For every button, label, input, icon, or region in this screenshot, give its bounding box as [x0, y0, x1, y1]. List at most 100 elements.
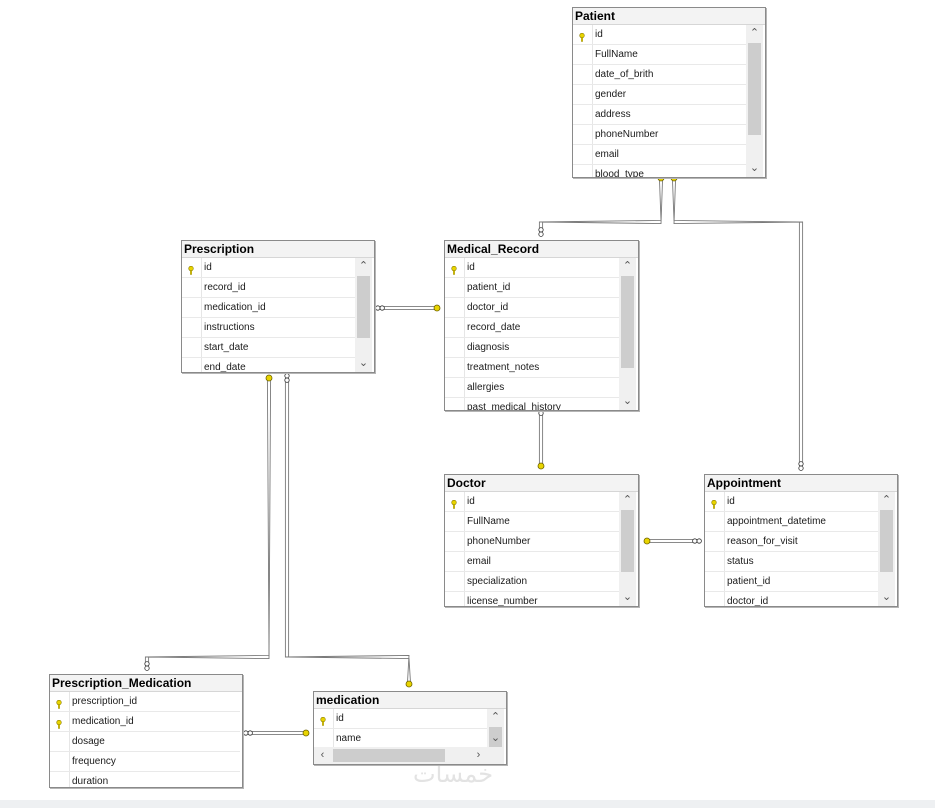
vertical-scrollbar[interactable]: ⌃⌄ [355, 258, 372, 372]
column-row[interactable]: id [182, 258, 355, 278]
many-end-icon [375, 305, 385, 311]
table-title[interactable]: Prescription_Medication [50, 675, 242, 692]
column-row[interactable]: blood_type [573, 165, 746, 177]
column-row[interactable]: treatment_notes [445, 358, 619, 378]
table-title[interactable]: Patient [573, 8, 765, 25]
column-row[interactable]: past_medical_history [445, 398, 619, 410]
column-row[interactable]: patient_id [705, 572, 878, 592]
scroll-down-arrow-icon[interactable]: ⌄ [490, 732, 501, 744]
scroll-thumb[interactable] [621, 276, 634, 368]
relationship-line[interactable] [538, 174, 665, 237]
column-row[interactable]: id [445, 258, 619, 278]
vertical-scrollbar[interactable]: ⌃⌄ [878, 492, 895, 606]
column-row[interactable]: medication_id [182, 298, 355, 318]
scroll-down-arrow-icon[interactable]: ⌄ [622, 591, 633, 603]
column-row[interactable]: status [705, 552, 878, 572]
relationship-line[interactable] [537, 406, 545, 470]
scroll-right-arrow-icon[interactable]: › [476, 749, 481, 761]
column-row[interactable]: id [573, 25, 746, 45]
column-row[interactable]: allergies [445, 378, 619, 398]
table-title[interactable]: Appointment [705, 475, 897, 492]
column-row[interactable]: name [314, 729, 487, 747]
scroll-up-arrow-icon[interactable]: ⌃ [749, 27, 760, 39]
scroll-thumb[interactable] [333, 749, 445, 762]
column-row[interactable]: doctor_id [445, 298, 619, 318]
column-name: past_medical_history [467, 402, 561, 410]
column-name: id [467, 496, 475, 507]
column-row[interactable]: phoneNumber [573, 125, 746, 145]
scroll-up-arrow-icon[interactable]: ⌃ [622, 260, 633, 272]
scroll-thumb[interactable] [748, 43, 761, 135]
horizontal-scrollbar[interactable]: ‹› [314, 747, 487, 764]
row-selector [314, 729, 334, 747]
column-row[interactable]: address [573, 105, 746, 125]
scroll-thumb[interactable] [621, 510, 634, 572]
column-row[interactable]: end_date [182, 358, 355, 372]
relationship-line[interactable] [144, 374, 273, 671]
column-row[interactable]: record_date [445, 318, 619, 338]
scroll-thumb[interactable] [357, 276, 370, 338]
scroll-down-arrow-icon[interactable]: ⌄ [358, 357, 369, 369]
vertical-scrollbar[interactable]: ⌃⌄ [746, 25, 763, 177]
column-row[interactable]: FullName [445, 512, 619, 532]
column-row[interactable]: id [705, 492, 878, 512]
scroll-up-arrow-icon[interactable]: ⌃ [358, 260, 369, 272]
column-row[interactable]: id [314, 709, 487, 729]
column-row[interactable]: dosage [50, 732, 240, 752]
scroll-left-arrow-icon[interactable]: ‹ [320, 749, 325, 761]
column-row[interactable]: doctor_id [705, 592, 878, 606]
column-row[interactable]: specialization [445, 572, 619, 592]
vertical-scrollbar[interactable]: ⌃⌄ [619, 492, 636, 606]
column-row[interactable]: patient_id [445, 278, 619, 298]
scroll-down-arrow-icon[interactable]: ⌄ [622, 395, 633, 407]
relationship-line[interactable] [643, 537, 702, 545]
table-title[interactable]: Doctor [445, 475, 638, 492]
column-row[interactable]: FullName [573, 45, 746, 65]
column-row[interactable]: diagnosis [445, 338, 619, 358]
relationship-line[interactable] [670, 174, 804, 471]
column-row[interactable]: start_date [182, 338, 355, 358]
vertical-scrollbar[interactable]: ⌃⌄ [619, 258, 636, 410]
column-row[interactable]: email [445, 552, 619, 572]
column-row[interactable]: instructions [182, 318, 355, 338]
scroll-down-arrow-icon[interactable]: ⌄ [881, 591, 892, 603]
column-row[interactable]: prescription_id [50, 692, 240, 712]
column-row[interactable]: reason_for_visit [705, 532, 878, 552]
scroll-up-arrow-icon[interactable]: ⌃ [490, 711, 501, 723]
column-row[interactable]: license_number [445, 592, 619, 606]
column-row[interactable]: record_id [182, 278, 355, 298]
column-row[interactable]: medication_id [50, 712, 240, 732]
column-row[interactable]: email [573, 145, 746, 165]
relationship-line[interactable] [243, 729, 310, 737]
vertical-scrollbar[interactable]: ⌃⌄ [487, 709, 504, 751]
column-row[interactable]: phoneNumber [445, 532, 619, 552]
scroll-up-arrow-icon[interactable]: ⌃ [622, 494, 633, 506]
row-selector [445, 338, 465, 357]
many-end-icon [798, 461, 804, 471]
relationship-line[interactable] [284, 373, 413, 688]
scroll-thumb[interactable] [880, 510, 893, 572]
column-row[interactable]: appointment_datetime [705, 512, 878, 532]
key-end-icon [433, 304, 441, 312]
column-row[interactable]: gender [573, 85, 746, 105]
column-row[interactable]: date_of_brith [573, 65, 746, 85]
column-row[interactable]: id [445, 492, 619, 512]
column-row[interactable]: frequency [50, 752, 240, 772]
scroll-down-arrow-icon[interactable]: ⌄ [749, 162, 760, 174]
relationship-line[interactable] [375, 304, 441, 312]
column-row[interactable]: duration [50, 772, 240, 787]
table-title[interactable]: Medical_Record [445, 241, 638, 258]
table-title[interactable]: Prescription [182, 241, 374, 258]
scroll-thumb[interactable] [489, 727, 502, 751]
scroll-up-arrow-icon[interactable]: ⌃ [881, 494, 892, 506]
table-title[interactable]: medication [314, 692, 506, 709]
